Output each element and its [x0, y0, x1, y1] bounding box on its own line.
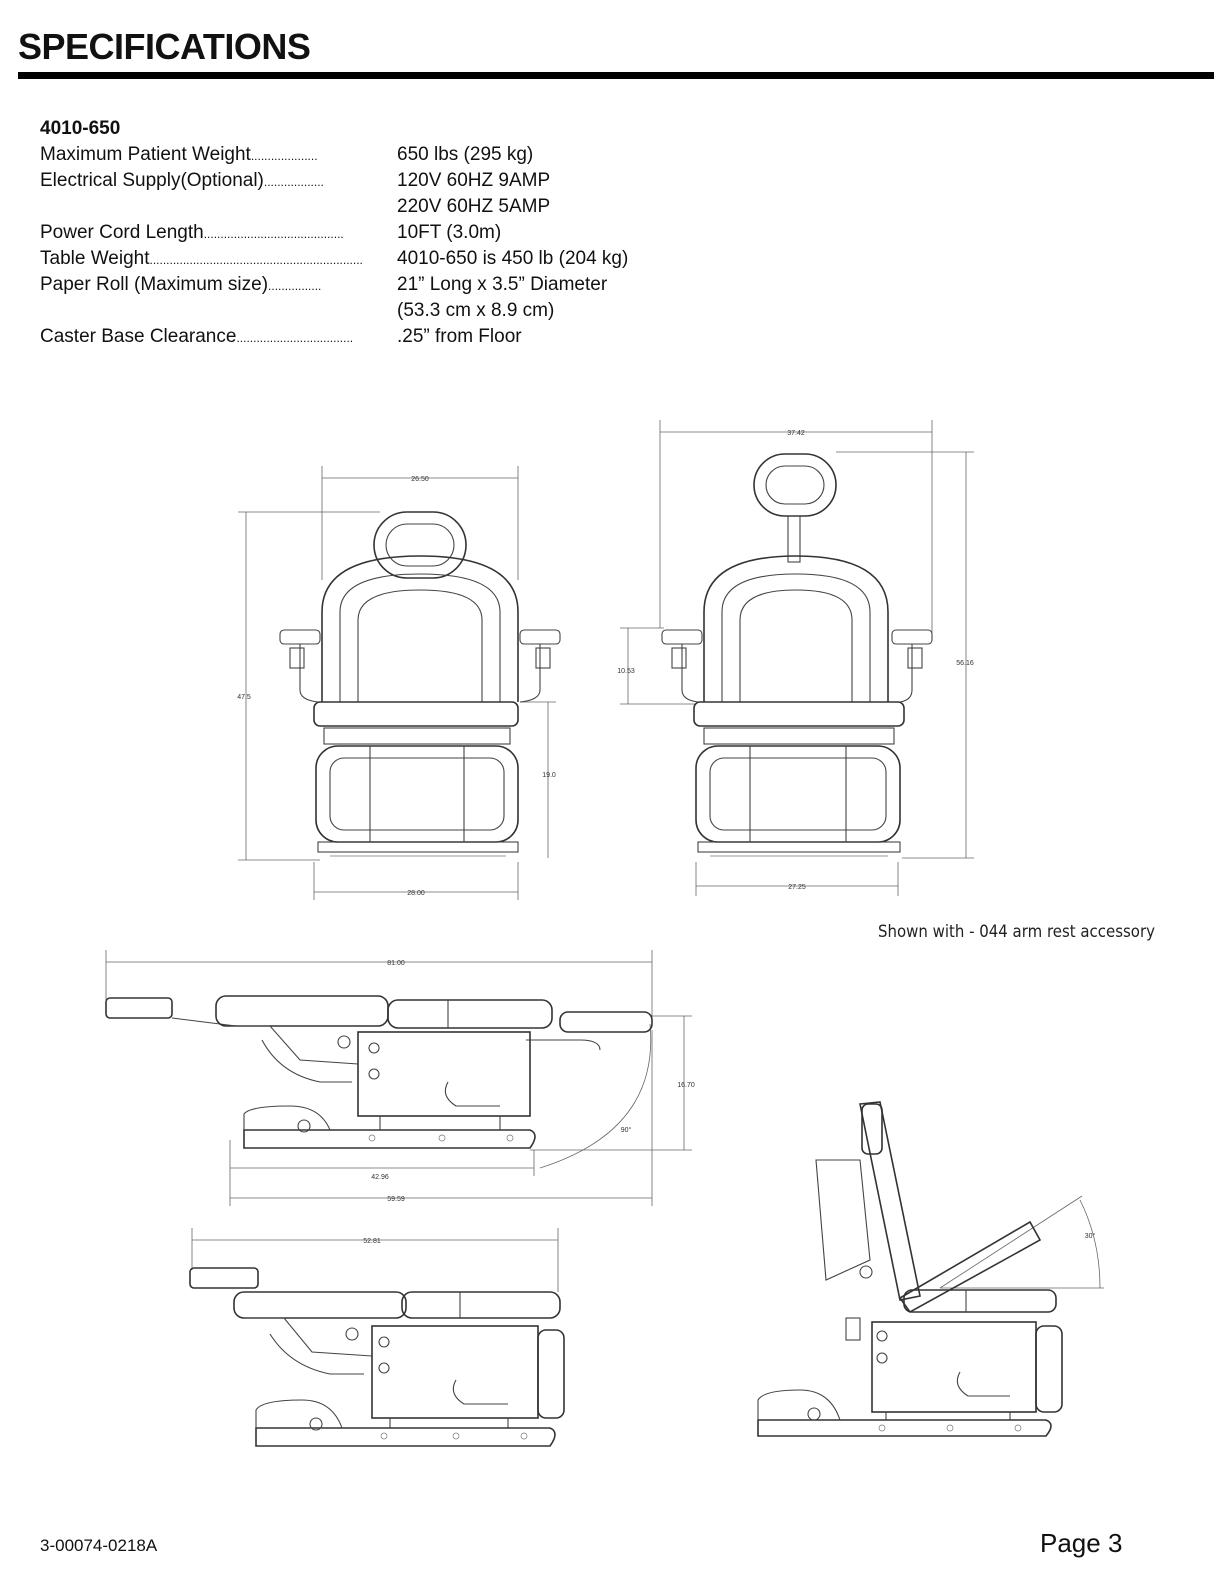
dim-length: 59.59	[387, 1196, 405, 1203]
spec-value: (53.3 cm x 8.9 cm)	[397, 300, 555, 321]
spec-row: Maximum Patient Weight..................…	[40, 142, 533, 168]
spec-row: Power Cord Length.......................…	[40, 220, 501, 246]
spec-row: 220V 60HZ 5AMP	[40, 194, 550, 220]
spec-value: 4010-650 is 450 lb (204 kg)	[397, 248, 629, 269]
spec-value: 220V 60HZ 5AMP	[397, 196, 551, 217]
dim-angle-30: 30°	[1085, 1232, 1096, 1240]
document-code: 3-00074-0218A	[40, 1536, 158, 1555]
spec-row: Paper Roll (Maximum size)...............…	[40, 272, 607, 298]
spec-label: Caster Base Clearance...................…	[40, 326, 354, 347]
dim-base-length: 42.96	[371, 1174, 389, 1181]
dim-armrest-height: 10.53	[617, 668, 635, 675]
side-view-flat-drawing: 81.00 16.70 90° 42.96 59.59	[105, 950, 695, 1206]
dim-height: 47.5	[237, 694, 251, 701]
dim-width-bottom-ext: 27.25	[788, 884, 806, 891]
spec-row: Caster Base Clearance...................…	[40, 324, 522, 350]
front-view-extended-drawing: 37.42 10.53 56.16 27.25	[617, 420, 974, 896]
dim-height-ext: 56.16	[956, 660, 974, 667]
spec-label: Maximum Patient Weight..................…	[40, 144, 318, 165]
page-title: SPECIFICATIONS	[18, 26, 311, 67]
page-number: Page 3	[1040, 1528, 1123, 1558]
side-view-short-drawing: 52.81	[189, 1228, 565, 1447]
spec-label: Table Weight............................…	[40, 248, 364, 269]
front-view-drawing: 26.50 47.5 19.0 28.00	[237, 466, 561, 900]
dim-width-bottom: 28.00	[407, 890, 425, 897]
dim-flat-height: 16.70	[677, 1082, 695, 1089]
spec-label: Power Cord Length.......................…	[40, 222, 344, 243]
spec-value: 10FT (3.0m)	[397, 222, 502, 243]
spec-label: Electrical Supply(Optional).............…	[40, 170, 324, 191]
spec-label: Paper Roll (Maximum size)...............…	[40, 274, 322, 295]
dim-width-top: 26.50	[411, 476, 429, 483]
spec-row: Table Weight............................…	[40, 246, 628, 272]
dim-overall: 81.00	[387, 960, 405, 967]
spec-row: Electrical Supply(Optional).............…	[40, 168, 550, 194]
dim-base-height: 19.0	[542, 772, 556, 779]
dim-angle-90: 90°	[621, 1126, 632, 1134]
drawing-caption: Shown with - 044 arm rest accessory	[878, 922, 1155, 942]
dim-overall-short: 52.81	[363, 1238, 381, 1245]
spec-value: 21” Long x 3.5” Diameter	[397, 274, 608, 295]
spec-value: .25” from Floor	[397, 326, 522, 347]
spec-value: 650 lbs (295 kg)	[397, 144, 534, 165]
spec-row: (53.3 cm x 8.9 cm)	[40, 298, 554, 324]
side-view-reclined-drawing: 30°	[757, 1101, 1104, 1437]
dim-width-top-ext: 37.42	[787, 430, 805, 437]
model-number: 4010-650	[40, 118, 121, 139]
spec-value: 120V 60HZ 9AMP	[397, 170, 551, 191]
title-rule	[18, 72, 1214, 79]
